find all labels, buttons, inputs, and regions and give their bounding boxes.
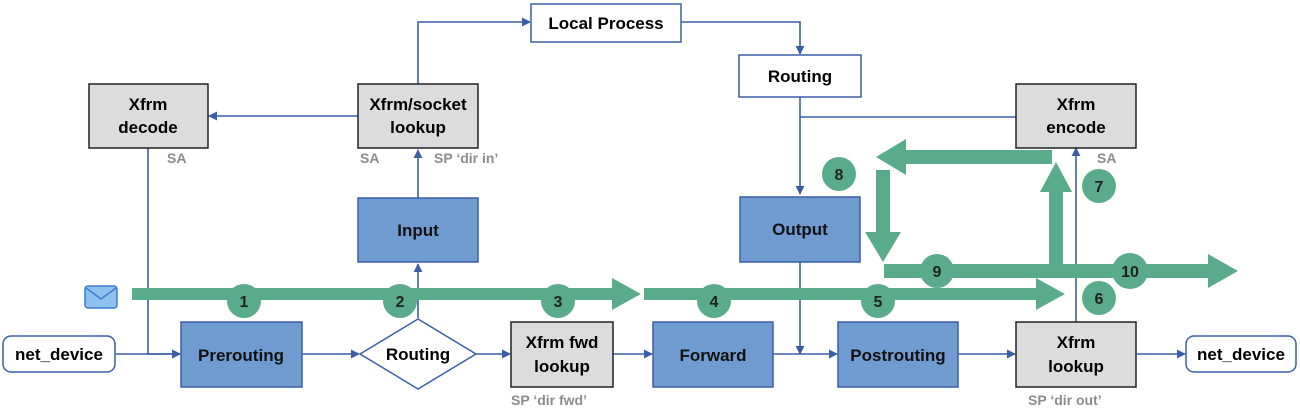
annot-sa-socket: SA xyxy=(360,150,379,166)
xfrm-socket-line2: lookup xyxy=(390,118,446,137)
net-device-out-box: net_device xyxy=(1185,335,1297,373)
step-badge-9: 9 xyxy=(920,254,954,288)
annot-sa-encode: SA xyxy=(1097,150,1116,166)
step-badge-3: 3 xyxy=(541,284,575,318)
output-box: Output xyxy=(739,196,861,263)
xfrm-encode-line1: Xfrm xyxy=(1057,95,1096,114)
step-badge-1: 1 xyxy=(227,284,261,318)
xfrm-decode-box: Xfrm decode xyxy=(88,83,209,149)
xfrm-decode-line1: Xfrm xyxy=(129,95,168,114)
xfrm-decode-line2: decode xyxy=(118,118,178,137)
input-label: Input xyxy=(397,221,439,240)
step-badge-8: 8 xyxy=(822,157,856,191)
flow-arrow-down xyxy=(865,170,901,262)
xfrm-socket-box: Xfrm/socket lookup xyxy=(357,83,479,149)
routing-diamond: Routing xyxy=(358,318,478,390)
xfrm-lookup-box: Xfrm lookup xyxy=(1015,321,1137,388)
connector-decode-to-prerouting xyxy=(147,148,181,359)
prerouting-box: Prerouting xyxy=(180,321,303,388)
annot-sp-dir-out: SP ‘dir out’ xyxy=(1028,392,1102,408)
annot-sa-decode: SA xyxy=(167,150,186,166)
local-process-label: Local Process xyxy=(548,14,663,33)
flow-arrow-left xyxy=(876,139,1052,175)
postrouting-box: Postrouting xyxy=(837,321,959,388)
net-device-out-label: net_device xyxy=(1197,345,1285,364)
svg-text:4: 4 xyxy=(710,294,719,311)
svg-text:5: 5 xyxy=(874,294,883,311)
svg-text:3: 3 xyxy=(554,294,563,311)
xfrm-fwd-line1: Xfrm fwd xyxy=(526,333,599,352)
step-badge-10: 10 xyxy=(1112,253,1148,289)
routing-top-label: Routing xyxy=(768,67,832,86)
step-badge-5: 5 xyxy=(861,284,895,318)
step-badge-6: 6 xyxy=(1082,281,1116,315)
postrouting-label: Postrouting xyxy=(850,346,945,365)
routing-top-box: Routing xyxy=(738,54,862,98)
xfrm-encode-box: Xfrm encode xyxy=(1015,83,1137,149)
green-flow xyxy=(132,139,1238,310)
flow-arrow-up xyxy=(1040,162,1072,278)
step-badges: 1 2 3 4 5 6 7 8 xyxy=(227,157,1148,318)
flow-arrow-out xyxy=(884,254,1238,288)
xfrm-fwd-line2: lookup xyxy=(534,357,590,376)
local-process-box: Local Process xyxy=(530,3,682,43)
routing-diamond-label: Routing xyxy=(386,345,450,364)
svg-text:8: 8 xyxy=(835,167,844,184)
output-label: Output xyxy=(772,220,828,239)
prerouting-label: Prerouting xyxy=(198,346,284,365)
forward-box: Forward xyxy=(652,321,774,388)
flow-arrow-4-5 xyxy=(644,278,1065,310)
net-device-in-box: net_device xyxy=(2,335,116,373)
svg-text:10: 10 xyxy=(1121,264,1139,281)
step-badge-7: 7 xyxy=(1082,169,1116,203)
xfrm-fwd-box: Xfrm fwd lookup xyxy=(510,321,614,388)
step-badge-4: 4 xyxy=(697,284,731,318)
net-device-in-label: net_device xyxy=(15,345,103,364)
step-badge-2: 2 xyxy=(383,284,417,318)
xfrm-lookup-line1: Xfrm xyxy=(1057,333,1096,352)
input-box: Input xyxy=(357,197,479,263)
xfrm-encode-line2: encode xyxy=(1046,118,1106,137)
connector-socket-to-localprocess xyxy=(417,17,531,84)
svg-text:2: 2 xyxy=(396,294,405,311)
connector-localprocess-to-routing xyxy=(681,21,805,55)
annot-sp-dir-fwd: SP ‘dir fwd’ xyxy=(511,392,587,408)
forward-label: Forward xyxy=(679,346,746,365)
svg-text:7: 7 xyxy=(1095,179,1104,196)
svg-text:6: 6 xyxy=(1095,291,1104,308)
xfrm-socket-line1: Xfrm/socket xyxy=(369,95,467,114)
envelope-icon xyxy=(84,285,118,309)
xfrm-lookup-line2: lookup xyxy=(1048,357,1104,376)
svg-text:1: 1 xyxy=(240,294,249,311)
svg-text:9: 9 xyxy=(933,264,942,281)
annot-sp-dir-in: SP ‘dir in’ xyxy=(434,150,498,166)
connectors xyxy=(116,17,1186,359)
